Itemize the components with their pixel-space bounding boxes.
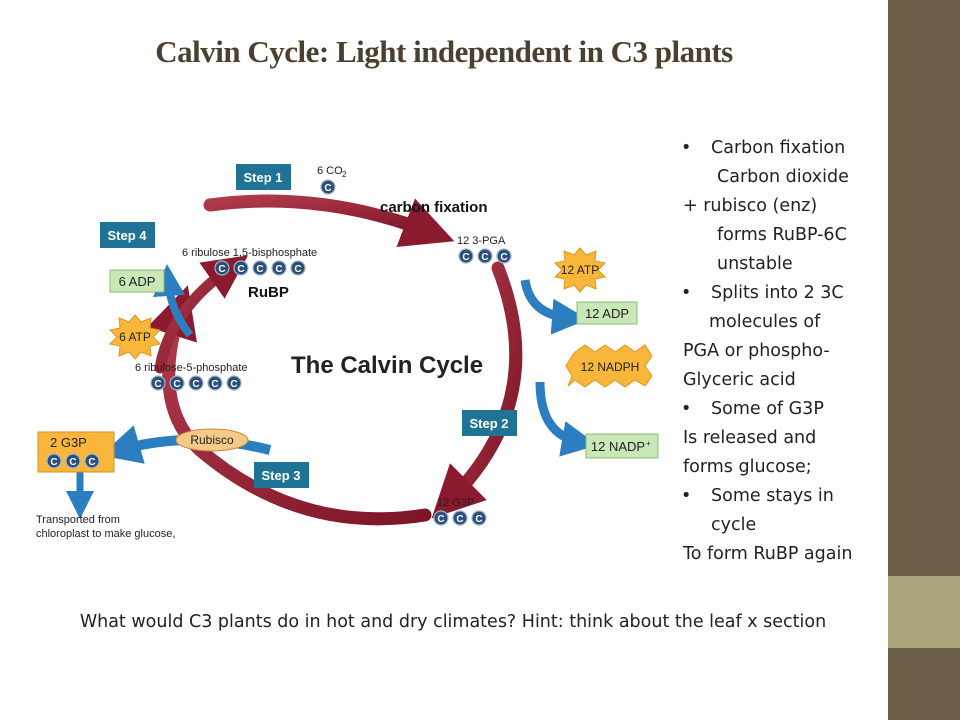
step-4-badge: Step 4	[100, 222, 155, 248]
co2-subscript: 2	[342, 170, 347, 179]
note-line: molecules of	[709, 312, 821, 332]
note-line: Is released and	[683, 428, 817, 448]
svg-text:C: C	[256, 264, 263, 275]
svg-text:C: C	[481, 252, 488, 263]
accent-band-middle	[888, 576, 960, 648]
svg-text:+: +	[646, 439, 651, 448]
arrow-nadph-to-nadp	[535, 381, 598, 457]
r5p-carbons: C C C C C	[150, 375, 242, 391]
step-3-badge: Step 3	[254, 462, 309, 488]
svg-text:C: C	[475, 514, 482, 525]
note-line: cycle	[711, 515, 757, 535]
center-title: The Calvin Cycle	[291, 352, 483, 379]
rubp-full-label: 6 ribulose 1,5-bisphosphate	[182, 247, 317, 259]
svg-text:Step 4: Step 4	[107, 228, 147, 243]
note-line: Glyceric acid	[683, 370, 796, 390]
svg-text:C: C	[230, 379, 237, 390]
svg-text:C: C	[237, 264, 244, 275]
svg-text:6 ADP: 6 ADP	[119, 274, 156, 289]
co2-label: 6 CO	[317, 165, 343, 177]
nadph12-star: 12 NADPH	[565, 344, 653, 388]
svg-text:C: C	[88, 457, 95, 468]
note-bullet: Splits into 2 3C	[683, 279, 883, 308]
svg-text:C: C	[50, 457, 57, 468]
rubp-label: RuBP	[248, 284, 289, 301]
svg-text:C: C	[69, 457, 76, 468]
note-line: unstable	[717, 254, 793, 274]
arrow-atp-to-adp	[520, 279, 588, 335]
question-text: What would C3 plants do in hot and dry c…	[79, 612, 827, 632]
note-line: + rubisco (enz)	[683, 196, 818, 216]
step-2-badge: Step 2	[462, 410, 517, 436]
step-1-badge: Step 1	[236, 164, 291, 190]
pga-label: 12 3-PGA	[457, 235, 506, 247]
note-line: Carbon dioxide	[717, 167, 849, 187]
note-bullet: Some of G3P	[683, 395, 883, 424]
arrow-atp-to-adp-left	[153, 264, 194, 338]
calvin-cycle-diagram: Step 1 Step 2 Step 3 Step 4 6 CO 2 C car…	[36, 164, 659, 540]
g3p12-carbons: C C C	[433, 510, 487, 526]
adp6-box: 6 ADP	[109, 269, 165, 293]
svg-text:C: C	[500, 252, 507, 263]
svg-text:C: C	[456, 514, 463, 525]
g3p2-box: 2 G3P C C C	[37, 431, 115, 473]
note-line: To form RuBP again	[683, 544, 853, 564]
g3p12-label: 12 G3P	[437, 497, 474, 509]
note-line: PGA or phospho-	[683, 341, 830, 361]
svg-text:C: C	[211, 379, 218, 390]
svg-text:C: C	[294, 264, 301, 275]
svg-text:C: C	[437, 514, 444, 525]
rubisco-enzyme: Rubisco	[175, 428, 249, 452]
transported-line-1: Transported from	[36, 514, 120, 526]
co2-carbon: C	[320, 179, 336, 195]
svg-text:12 NADP: 12 NADP	[591, 439, 645, 454]
svg-text:C: C	[462, 252, 469, 263]
rubp-carbons: C C C C C	[214, 260, 306, 276]
svg-text:Rubisco: Rubisco	[190, 433, 234, 447]
svg-text:C: C	[324, 183, 331, 194]
r5p-label: 6 ribulose-5-phosphate	[135, 362, 248, 374]
transported-line-2: chloroplast to make glucose,	[36, 528, 175, 540]
svg-text:Step 3: Step 3	[261, 468, 300, 483]
svg-text:12 ATP: 12 ATP	[561, 263, 599, 277]
cycle-arrow-regeneration	[147, 285, 432, 526]
nadp12-box: 12 NADP +	[585, 433, 659, 459]
svg-text:C: C	[173, 379, 180, 390]
adp12-box: 12 ADP	[576, 301, 638, 325]
accent-band-bottom	[888, 648, 960, 720]
svg-text:Step 1: Step 1	[243, 170, 282, 185]
svg-text:C: C	[154, 379, 161, 390]
slide: Calvin Cycle: Light independent in C3 pl…	[0, 0, 888, 720]
slide-title: Calvin Cycle: Light independent in C3 pl…	[155, 34, 733, 69]
cycle-arrow-reduction	[431, 261, 523, 519]
cycle-arrow-to-rubp	[154, 255, 249, 374]
note-bullet: Carbon fixation	[683, 134, 883, 163]
pga-carbons: C C C	[458, 248, 512, 264]
svg-text:C: C	[192, 379, 199, 390]
svg-text:12 NADPH: 12 NADPH	[581, 360, 640, 374]
atp12-star: 12 ATP	[553, 247, 607, 293]
note-bullet: Some stays in	[683, 482, 883, 511]
atp6-star: 6 ATP	[108, 314, 162, 360]
svg-text:C: C	[275, 264, 282, 275]
svg-text:6 ATP: 6 ATP	[119, 330, 151, 344]
accent-band-top	[888, 0, 960, 576]
cycle-arrow-fixation	[203, 194, 455, 248]
note-line: forms RuBP-6C	[717, 225, 847, 245]
svg-text:Step 2: Step 2	[469, 416, 508, 431]
note-line: forms glucose;	[683, 457, 812, 477]
svg-text:C: C	[218, 264, 225, 275]
svg-text:2 G3P: 2 G3P	[50, 435, 87, 450]
carbon-fixation-label: carbon fixation	[380, 199, 488, 216]
svg-text:12 ADP: 12 ADP	[585, 306, 629, 321]
